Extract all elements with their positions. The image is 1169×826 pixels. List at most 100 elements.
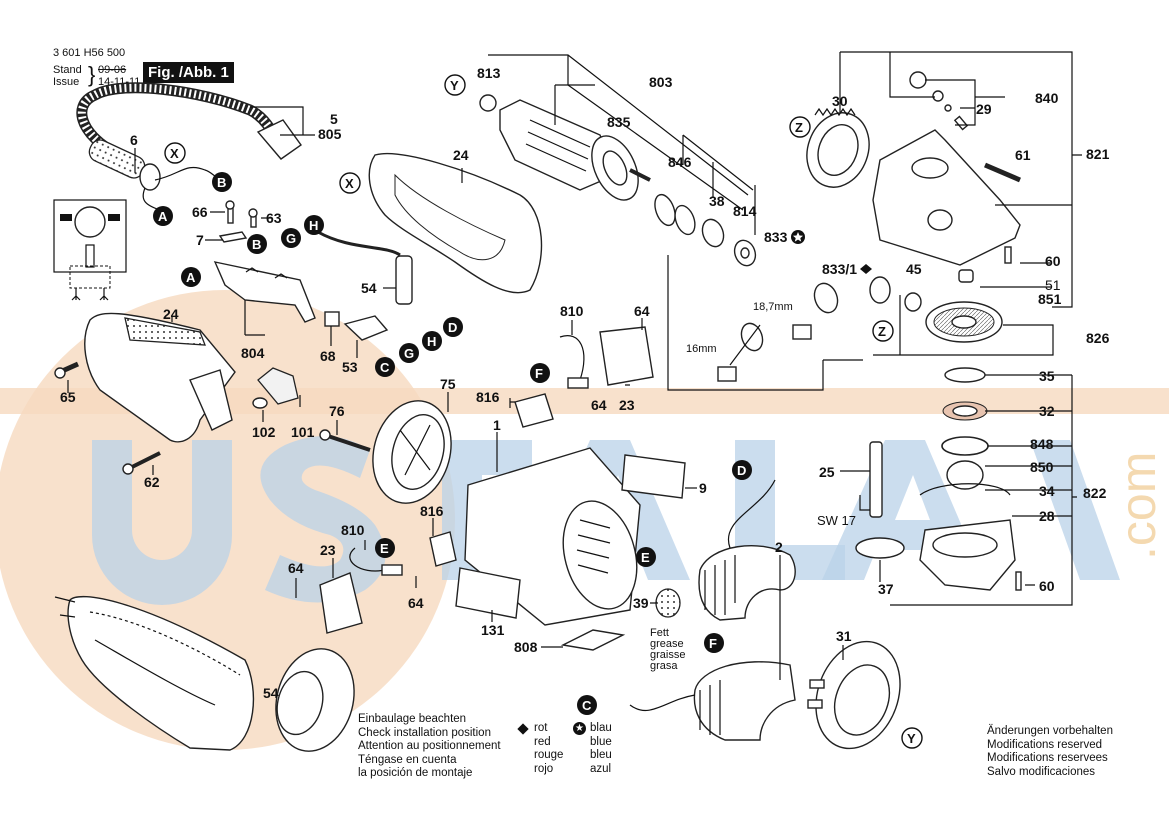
label-131: 131: [481, 622, 505, 638]
marker-h-2: H: [422, 331, 442, 351]
part-labels: 5 805 6 66 63 7 24 54 24 804 68 53 65 62…: [60, 65, 1110, 701]
small-parts-66-63-7: [218, 200, 258, 243]
cover-23-top: [599, 326, 654, 386]
issue-label: Issue: [53, 76, 80, 88]
label-822: 822: [1083, 485, 1107, 501]
watermark-suffix: .com: [1110, 452, 1166, 560]
part-68: [324, 311, 340, 327]
marker-x-1: X: [164, 142, 186, 164]
stand-label: Stand: [53, 64, 82, 76]
install-note-es1: Téngase en cuenta: [358, 753, 457, 766]
screw-62: [122, 451, 161, 475]
label-814: 814: [733, 203, 757, 219]
label-61: 61: [1015, 147, 1031, 163]
label-840: 840: [1035, 90, 1059, 106]
old-date: 09-06: [98, 64, 127, 76]
svg-text:E: E: [380, 541, 389, 556]
connector-markers: X X B A B A H G D H G C F E E D F C Y Y …: [153, 74, 923, 749]
wiring-schematic: [53, 199, 127, 301]
marker-h-1: H: [304, 215, 324, 235]
svg-text:F: F: [535, 366, 543, 381]
label-808: 808: [514, 639, 538, 655]
watermark-letter-s: [260, 436, 386, 603]
svg-text:X: X: [345, 176, 354, 191]
marker-d-1: D: [443, 317, 463, 337]
install-note-de: Einbaulage beachten: [358, 713, 467, 725]
label-75: 75: [440, 376, 456, 392]
spring-102: [252, 397, 268, 409]
marker-d-2: D: [732, 460, 752, 480]
marker-z-1: Z: [789, 116, 811, 138]
label-54: 54: [361, 280, 377, 296]
marker-e-2: E: [636, 547, 656, 567]
label-76: 76: [329, 403, 345, 419]
handle-half-top: [368, 153, 543, 294]
label-816-top: 816: [476, 389, 500, 405]
grease-note-en: grease: [650, 638, 684, 650]
bearing-parts: [654, 193, 757, 267]
cord-sleeve: [88, 139, 146, 179]
label-101: 101: [291, 424, 315, 440]
watermark-letter-r: [1030, 440, 1120, 580]
label-31: 31: [836, 628, 852, 644]
label-23-top: 23: [619, 397, 635, 413]
svg-text:Y: Y: [907, 731, 916, 746]
label-833-1: 833/1: [822, 261, 857, 277]
dimension-18-7mm: 18,7mm: [753, 301, 793, 313]
figure-label: Fig. /Abb. 1: [143, 62, 234, 83]
carbon-brushes-833: [717, 282, 839, 382]
label-850: 850: [1030, 459, 1054, 475]
label-37: 37: [878, 581, 894, 597]
marker-f-1: F: [530, 363, 550, 383]
bearing-850: [946, 460, 984, 490]
watermark-letter-l: [735, 440, 845, 580]
legend-red-en: red: [534, 735, 551, 748]
field-coil-2-lower: [629, 661, 796, 741]
grease-39: [655, 588, 681, 618]
marker-a-2: A: [181, 267, 201, 287]
handle-half-left: [84, 312, 236, 443]
label-804: 804: [241, 345, 265, 361]
marker-c-1: C: [375, 357, 395, 377]
end-shield-31: [807, 640, 901, 750]
label-835: 835: [607, 114, 631, 130]
label-805: 805: [318, 126, 342, 142]
marker-c-2: C: [577, 695, 597, 715]
label-5: 5: [330, 111, 338, 127]
label-102: 102: [252, 424, 276, 440]
assembled-view: [54, 595, 355, 752]
install-note-fr: Attention au positionnement: [358, 740, 501, 753]
part-51: [958, 269, 974, 283]
leader-lines: [67, 51, 1082, 680]
marker-f-2: F: [704, 633, 724, 653]
label-821: 821: [1086, 146, 1110, 162]
label-1: 1: [493, 417, 501, 433]
svg-text:Z: Z: [878, 324, 886, 339]
modifications-note-en: Modifications reserved: [987, 738, 1103, 751]
plug: [256, 119, 302, 160]
svg-text:E: E: [641, 550, 650, 565]
label-23-bot: 23: [320, 542, 336, 558]
screw-65: [54, 361, 80, 379]
svg-text:C: C: [380, 360, 390, 375]
cover-23-bot: [319, 572, 363, 634]
label-60-b: 60: [1039, 578, 1055, 594]
legend-red-de: rot: [534, 722, 548, 734]
label-68: 68: [320, 348, 336, 364]
fan-75: [319, 400, 452, 504]
pinion-45: [869, 276, 922, 312]
label-51: 51: [1045, 277, 1061, 293]
label-7: 7: [196, 232, 204, 248]
install-note-en: Check installation position: [358, 726, 491, 739]
label-833: 833: [764, 229, 788, 245]
svg-text:D: D: [448, 320, 457, 335]
legend-red-es: rojo: [534, 762, 554, 775]
marker-e-1: E: [375, 538, 395, 558]
marker-b-1: B: [212, 172, 232, 192]
marker-b-2: B: [247, 234, 267, 254]
svg-text:C: C: [582, 698, 592, 713]
marker-g-1: G: [281, 228, 301, 248]
gear-30: [806, 107, 870, 188]
label-38: 38: [709, 193, 725, 209]
